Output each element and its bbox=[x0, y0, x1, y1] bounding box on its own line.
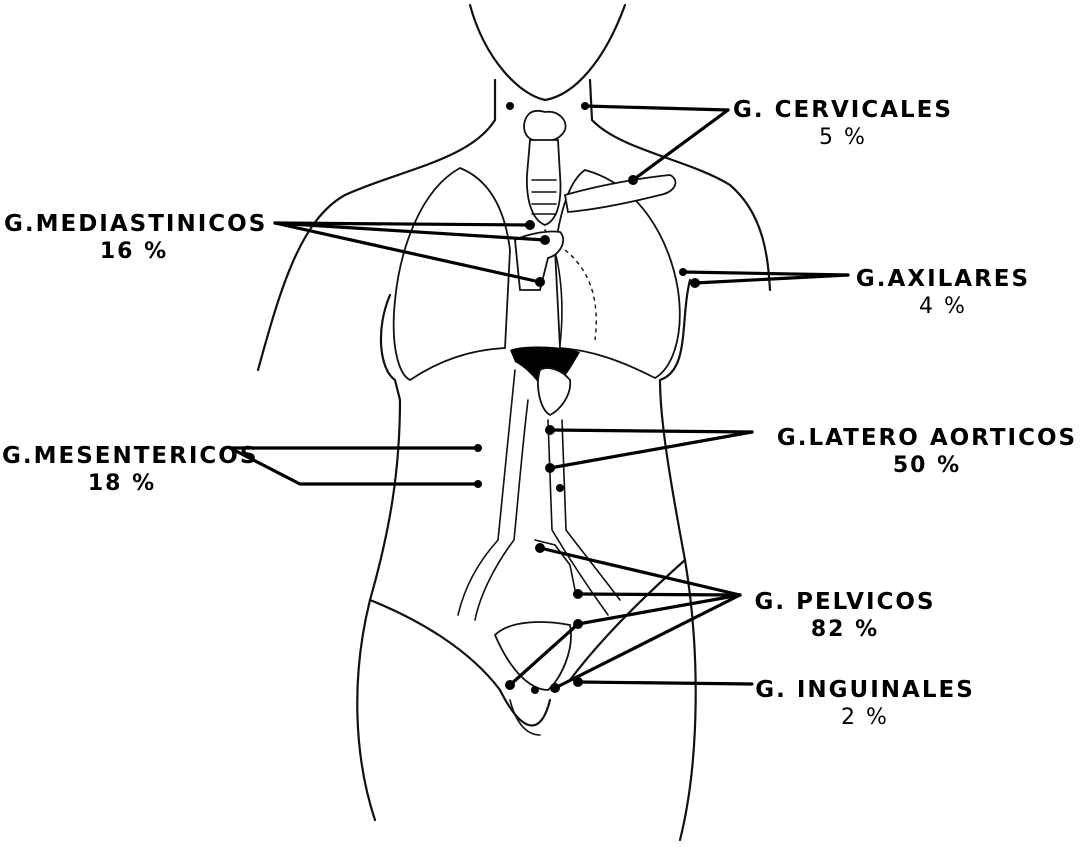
label-mediastinicos-percent: 16 % bbox=[4, 238, 264, 266]
label-mesentericos-percent: 18 % bbox=[2, 470, 242, 498]
label-cervicales-name: G. CERVICALES bbox=[728, 96, 958, 124]
label-axilares: G.AXILARES 4 % bbox=[848, 265, 1038, 321]
label-pelvicos-percent: 82 % bbox=[745, 616, 945, 644]
label-mesentericos-name: G.MESENTERICOS bbox=[2, 442, 242, 470]
label-inguinales-name: G. INGUINALES bbox=[755, 676, 975, 704]
label-inguinales-percent: 2 % bbox=[755, 704, 975, 732]
label-latero-aorticos-name: G.LATERO AORTICOS bbox=[770, 424, 1084, 452]
aorta bbox=[458, 346, 620, 690]
body-outline bbox=[258, 5, 770, 840]
label-axilares-percent: 4 % bbox=[848, 293, 1038, 321]
label-cervicales: G. CERVICALES 5 % bbox=[728, 96, 958, 152]
label-latero-aorticos-percent: 50 % bbox=[770, 452, 1084, 480]
label-latero-aorticos: G.LATERO AORTICOS 50 % bbox=[770, 424, 1084, 480]
label-mediastinicos-name: G.MEDIASTINICOS bbox=[4, 210, 264, 238]
label-pelvicos: G. PELVICOS 82 % bbox=[745, 588, 945, 644]
label-cervicales-percent: 5 % bbox=[728, 124, 958, 152]
label-pelvicos-name: G. PELVICOS bbox=[745, 588, 945, 616]
label-mesentericos: G.MESENTERICOS 18 % bbox=[2, 442, 242, 498]
label-axilares-name: G.AXILARES bbox=[848, 265, 1038, 293]
label-inguinales: G. INGUINALES 2 % bbox=[755, 676, 975, 732]
label-mediastinicos: G.MEDIASTINICOS 16 % bbox=[4, 210, 264, 266]
